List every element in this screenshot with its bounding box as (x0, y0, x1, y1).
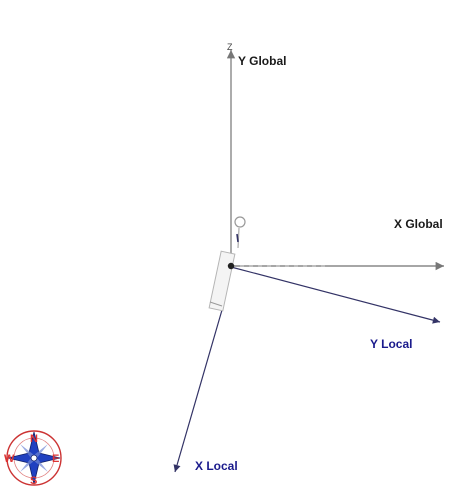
compass-east: E (52, 453, 59, 465)
y-local-label: Y Local (370, 337, 412, 351)
y-local-axis (230, 266, 441, 324)
compass-north: N (30, 433, 38, 445)
compass-west: W (4, 453, 15, 465)
y-global-label: Y Global (238, 54, 286, 68)
structural-element (208, 216, 246, 312)
x-local-label: X Local (195, 459, 238, 473)
x-local-axis (173, 309, 223, 473)
element-top-node (234, 216, 246, 228)
compass-south: S (30, 475, 37, 487)
compass-rose: N S E W (4, 430, 62, 487)
x-global-label: X Global (394, 217, 443, 231)
element-member (208, 250, 236, 312)
z-marker: Z (227, 42, 233, 52)
origin-node (227, 262, 235, 270)
